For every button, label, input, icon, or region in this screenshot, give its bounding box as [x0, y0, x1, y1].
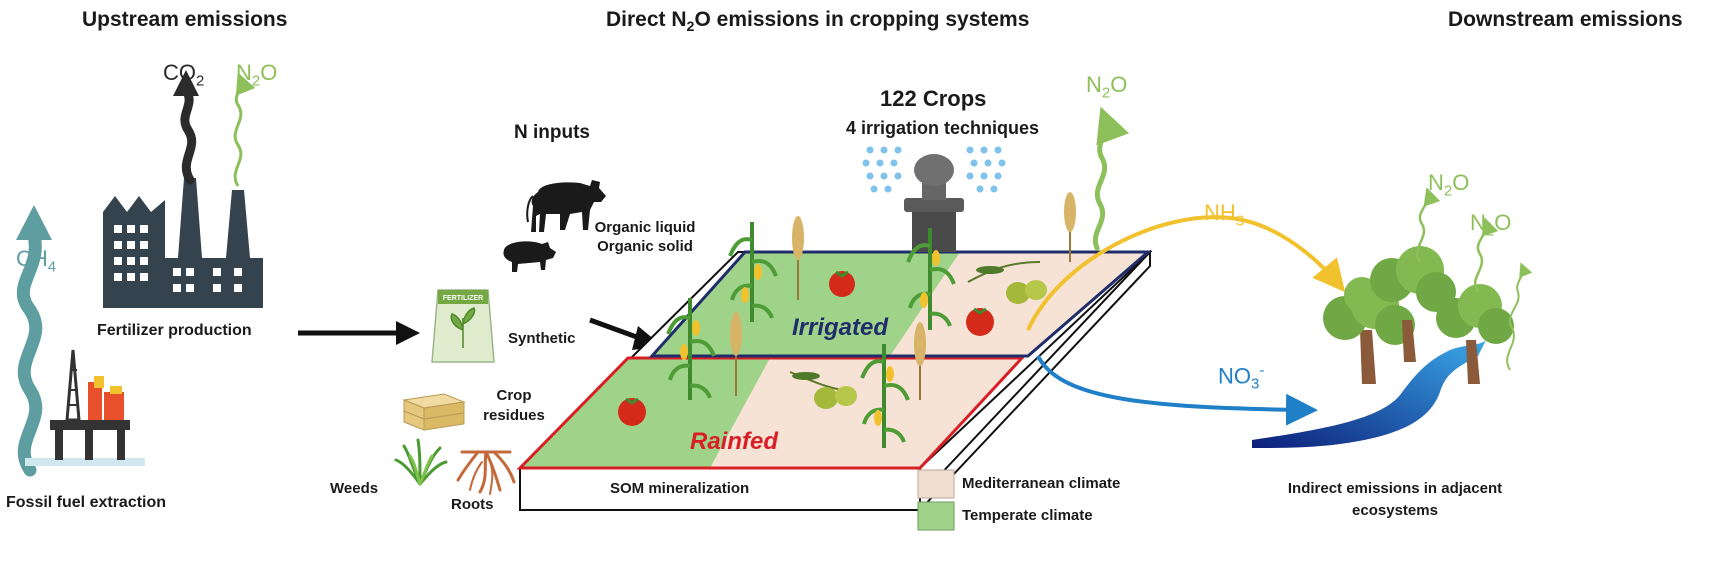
wheat-icon	[914, 322, 926, 400]
roots-label: Roots	[451, 496, 494, 513]
olive-branch-icon	[789, 371, 857, 409]
n2o-tree-arrow	[1506, 262, 1533, 371]
indirect-emissions-label: Indirect emissions in adjacent ecosystem…	[1287, 480, 1503, 519]
crops-count-label: 122 Crops	[880, 86, 987, 111]
n2o-label-factory: N2O	[236, 60, 278, 90]
bag-label: FERTILIZER	[443, 295, 483, 302]
n2o-field-arrow	[1092, 106, 1130, 252]
corn-plant-icon	[860, 344, 910, 448]
weeds-label: Weeds	[330, 480, 379, 497]
cow-icon	[526, 180, 606, 232]
tomato-icon	[618, 397, 646, 426]
nh3-label: NH3	[1204, 200, 1245, 230]
n-inputs-label: N inputs	[514, 122, 590, 143]
fertilizer-production-label: Fertilizer production	[97, 322, 252, 339]
upstream-header: Upstream emissions	[82, 8, 288, 31]
crop-residues-label: Crop residues	[483, 387, 545, 424]
wheat-icon	[730, 312, 742, 396]
organic-inputs-label: Organic liquid Organic solid	[580, 218, 710, 256]
no3-arrow	[1036, 355, 1318, 426]
irrigated-label: Irrigated	[792, 314, 889, 341]
legend-swatch-temperate	[917, 501, 955, 531]
rainfed-border	[516, 356, 1026, 470]
fossil-fuel-extraction-label: Fossil fuel extraction	[6, 494, 167, 511]
olive-branch-icon	[967, 261, 1047, 304]
legend-swatch-mediterranean	[917, 469, 955, 499]
weeds-icon	[394, 438, 448, 486]
oil-rig-icon	[25, 349, 145, 466]
direct-header: Direct N2O emissions in cropping systems	[606, 8, 1030, 36]
corn-plant-icon	[666, 298, 716, 400]
n2o-label-tree-1: N2O	[1428, 170, 1470, 200]
n2o-label-tree-2: N2O	[1470, 210, 1512, 240]
wheat-icon	[1064, 192, 1076, 262]
legend-temperate-label: Temperate climate	[962, 507, 1093, 524]
rainfed-label: Rainfed	[690, 428, 779, 455]
n2o-factory-arrow	[233, 72, 256, 187]
pig-icon	[503, 241, 556, 272]
factory-icon	[103, 178, 263, 308]
irrigated-temperate-zone	[652, 252, 960, 356]
irrigated-border	[648, 250, 1153, 358]
downstream-header: Downstream emissions	[1448, 8, 1683, 31]
river-icon	[1252, 340, 1486, 448]
roots-icon	[456, 450, 516, 495]
n2o-label-field: N2O	[1086, 72, 1128, 102]
wheat-icon	[792, 216, 804, 300]
ch4-arrow	[16, 205, 52, 477]
organic-solid-label: Organic solid	[597, 238, 693, 255]
co2-label: CO2	[163, 60, 205, 90]
fertilizer-bag-icon: FERTILIZER	[431, 289, 495, 363]
tomato-icon	[966, 307, 994, 336]
ch4-label: CH4	[16, 246, 57, 276]
irrigation-techniques-label: 4 irrigation techniques	[846, 118, 1040, 138]
corn-plant-icon	[906, 228, 956, 330]
synthetic-label: Synthetic	[508, 330, 576, 347]
corn-plant-icon	[728, 222, 778, 322]
som-mineralization-label: SOM mineralization	[610, 480, 750, 497]
co2-arrow	[173, 70, 199, 185]
sprinkler-icon	[862, 146, 1006, 252]
n2o-tree-arrow	[1415, 187, 1441, 263]
organic-liquid-label: Organic liquid	[594, 219, 696, 236]
field-block	[516, 249, 1153, 513]
tree-icon	[1436, 284, 1514, 384]
no3-label: NO3-	[1218, 362, 1265, 393]
hay-bale-icon	[402, 393, 466, 431]
n2o-tree-arrow	[1473, 217, 1499, 293]
nh3-arrow	[1026, 215, 1346, 331]
legend-mediterranean-label: Mediterranean climate	[962, 475, 1121, 492]
tomato-icon	[829, 270, 855, 297]
